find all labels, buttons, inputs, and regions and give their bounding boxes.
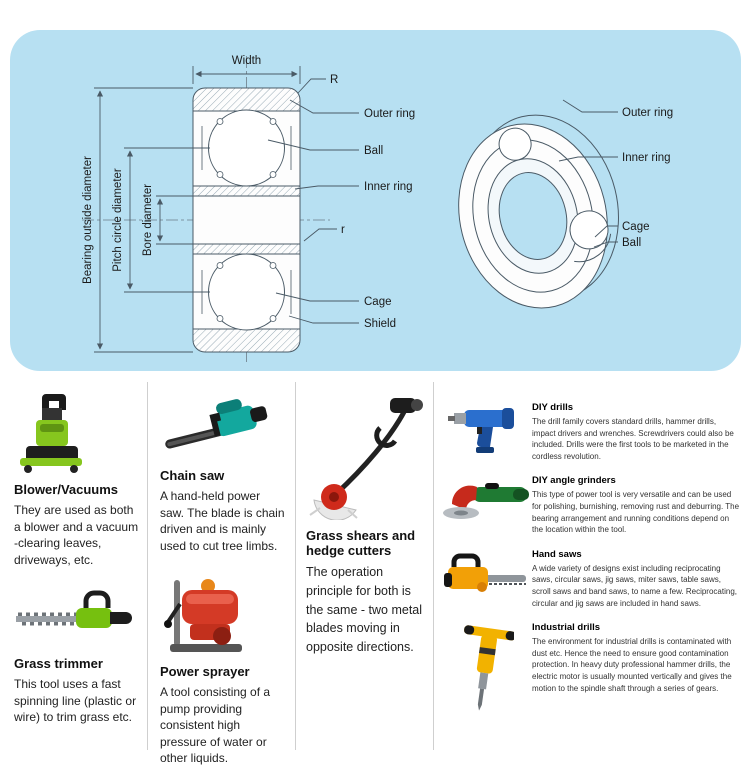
angle-grinders-text: DIY angle grinders This type of power to… <box>532 475 744 535</box>
tool-card-grass-trimmer: Grass trimmer This tool uses a fast spin… <box>14 590 139 726</box>
hand-saw-image <box>438 549 532 605</box>
outer-ring-hatch-bottom <box>193 328 300 352</box>
blower-vacuums-description: They are used as both a blower and a vac… <box>14 503 139 567</box>
angle-grinders-title: DIY angle grinders <box>532 475 616 487</box>
angle-grinder-icon <box>443 483 529 520</box>
diy-drill-icon <box>448 408 514 453</box>
diy-drills-title: DIY drills <box>532 402 574 413</box>
industrial-drills-text: Industrial drills The environment for in… <box>532 622 744 694</box>
grass-trimmer-description: This tool uses a fast spinning line (pla… <box>14 677 137 725</box>
label-outer-ring: Outer ring <box>364 108 415 120</box>
label-bearing-outside-diameter: Bearing outside diameter <box>82 156 94 284</box>
outer-ring-hatch-top <box>193 88 300 112</box>
tools-column-2: Chain saw A hand-held power saw. The bla… <box>148 382 296 765</box>
grass-trimmer-icon <box>16 590 132 629</box>
label-corner-R: R <box>330 74 338 86</box>
tool-entry-industrial-drills: Industrial drills The environment for in… <box>438 622 744 714</box>
label-iso-outer-ring: Outer ring <box>622 107 673 119</box>
bearing-cross-section-drawing <box>192 87 301 353</box>
blower-vacuum-image <box>14 390 139 474</box>
grass-trimmer-image <box>14 590 139 648</box>
power-sprayer-title: Power sprayer <box>160 664 250 680</box>
grass-shears-image <box>306 394 425 520</box>
industrial-drills-description: The environment for industrial drills is… <box>532 637 732 693</box>
label-shield: Shield <box>364 318 396 330</box>
grass-shears-description: The operation principle for both is the … <box>306 565 423 654</box>
industrial-drills-title: Industrial drills <box>532 622 601 634</box>
tools-column-3: Grass shears and hedge cutters The opera… <box>296 382 434 750</box>
tool-entry-diy-drills: DIY drills The drill family covers stand… <box>438 402 744 462</box>
hand-saws-title: Hand saws <box>532 548 582 560</box>
tool-card-grass-shears: Grass shears and hedge cutters The opera… <box>306 394 425 657</box>
label-pitch-circle-diameter: Pitch circle diameter <box>112 168 124 272</box>
hand-saws-text: Hand saws A wide variety of designs exis… <box>532 549 744 609</box>
label-iso-ball: Ball <box>622 237 641 249</box>
label-iso-cage: Cage <box>622 221 650 233</box>
hand-saw-icon <box>444 553 526 592</box>
grass-shears-icon <box>309 398 423 520</box>
tool-entry-hand-saws: Hand saws A wide variety of designs exis… <box>438 549 744 609</box>
diagram-labels: Width Bearing outside diameter Pitch cir… <box>82 55 673 330</box>
blower-vacuum-icon <box>20 394 82 473</box>
chain-saw-icon <box>165 399 268 449</box>
label-iso-inner-ring: Inner ring <box>622 152 671 164</box>
bearing-diagram-panel: Width Bearing outside diameter Pitch cir… <box>10 30 741 371</box>
power-sprayer-description: A tool consisting of a pump providing co… <box>160 685 271 766</box>
label-corner-r: r <box>341 224 345 236</box>
tool-entry-diy-angle-grinders: DIY angle grinders This type of power to… <box>438 475 744 535</box>
bearing-diagram-svg: Width Bearing outside diameter Pitch cir… <box>82 55 673 364</box>
diy-drills-text: DIY drills The drill family covers stand… <box>532 402 744 462</box>
iso-ball-right <box>569 210 609 250</box>
iso-ball-top <box>498 127 532 161</box>
power-sprayer-icon <box>164 579 242 653</box>
inner-ring-hatch-bottom <box>193 243 300 255</box>
grass-trimmer-title: Grass trimmer <box>14 656 103 672</box>
chain-saw-image <box>160 390 287 460</box>
iso-cage-arc <box>574 233 612 263</box>
hand-saws-description: A wide variety of designs exist includin… <box>532 563 737 608</box>
industrial-drill-icon <box>464 625 514 711</box>
label-width: Width <box>232 55 261 67</box>
diy-drill-image <box>438 402 532 456</box>
dimension-lines <box>94 66 301 353</box>
tools-section: Blower/Vacuums They are used as both a b… <box>0 382 750 765</box>
tools-column-4: DIY drills The drill family covers stand… <box>434 382 750 750</box>
leader-lines-cross-section <box>267 78 359 324</box>
grass-shears-title: Grass shears and hedge cutters <box>306 528 416 558</box>
industrial-drill-image <box>438 622 532 714</box>
label-bore-diameter: Bore diameter <box>142 184 154 256</box>
chain-saw-description: A hand-held power saw. The blade is chai… <box>160 489 285 553</box>
cage-rivets <box>216 118 277 322</box>
tool-card-blower-vacuums: Blower/Vacuums They are used as both a b… <box>14 390 139 568</box>
tool-card-chain-saw: Chain saw A hand-held power saw. The bla… <box>160 390 287 554</box>
leader-lines-3d <box>558 99 618 248</box>
tools-column-1: Blower/Vacuums They are used as both a b… <box>0 382 148 750</box>
diy-drills-description: The drill family covers standard drills,… <box>532 417 734 461</box>
bearing-3d-drawing <box>458 114 619 309</box>
tool-card-power-sprayer: Power sprayer A tool consisting of a pum… <box>160 570 287 767</box>
blower-vacuums-title: Blower/Vacuums <box>14 482 119 497</box>
label-cage: Cage <box>364 296 392 308</box>
label-inner-ring: Inner ring <box>364 181 413 193</box>
angle-grinder-image <box>438 475 532 527</box>
power-sprayer-image <box>160 570 287 656</box>
angle-grinders-description: This type of power tool is very versatil… <box>532 490 740 535</box>
inner-ring-hatch-top <box>193 185 300 197</box>
chain-saw-title: Chain saw <box>160 468 225 483</box>
label-ball: Ball <box>364 145 383 157</box>
